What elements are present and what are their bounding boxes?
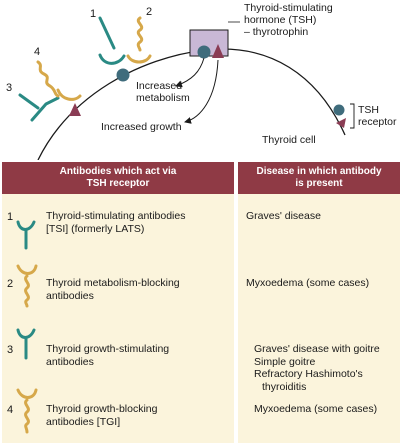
tsh-receptor-triangle (212, 44, 224, 58)
disease-line: Graves' disease (246, 210, 321, 222)
right-receptor-dot (333, 104, 345, 116)
row2-antibody-icon (16, 264, 38, 308)
hormone-label-line: Thyroid-stimulating (244, 2, 333, 14)
antibody-1-icon (98, 16, 126, 65)
disease-cell: Graves' disease with goitre Simple goitr… (254, 343, 380, 393)
tsh-receptor-bracket (350, 103, 355, 129)
increased-growth-label: Increased growth (101, 121, 182, 133)
increased-metabolism-line: Increased (136, 80, 183, 92)
left-header-line: TSH receptor (86, 178, 150, 189)
right-receptor-triangle (336, 118, 346, 128)
row-number: 1 (7, 211, 14, 223)
disease-line: thyroiditis (262, 380, 307, 393)
antibody-cell: Thyroid growth-blocking antibodies [TGI] (46, 403, 157, 428)
hormone-label: Thyroid-stimulating hormone (TSH) – thyr… (244, 2, 333, 38)
antibody-line: Thyroid growth-blocking (46, 403, 158, 415)
tsh-receptor-line: receptor (358, 116, 397, 128)
row-number: 2 (7, 278, 14, 290)
tsh-receptor-line: TSH (358, 104, 379, 116)
left-header-line: Antibodies which act via (59, 166, 177, 177)
receptor-diagram (18, 16, 355, 160)
row-icons (16, 220, 38, 434)
antibody-line: Thyroid-stimulating antibodies (46, 210, 186, 222)
disease-cell: Myxoedema (some cases) (254, 403, 377, 416)
arrow-metabolism (175, 57, 205, 88)
disease-line: Simple goitre (254, 355, 316, 368)
number-4-label: 4 (34, 46, 41, 58)
left-table-header: Antibodies which act via TSH receptor (2, 162, 234, 194)
antibody-line: Thyroid metabolism-blocking (46, 277, 180, 289)
number-3-label: 3 (6, 82, 13, 94)
increased-metabolism-label: Increased metabolism (136, 80, 190, 104)
antibody-line: [TSI] (formerly LATS) (46, 222, 145, 235)
disease-line: Refractory Hashimoto's (254, 368, 363, 380)
number-1-label: 1 (90, 8, 97, 20)
right-header-line: Disease in which antibody (256, 166, 382, 177)
hormone-label-line: hormone (TSH) (244, 14, 317, 26)
disease-line: Myxoedema (some cases) (254, 403, 378, 415)
antibody-2-icon (126, 16, 152, 64)
disease-cell: Myxoedema (some cases) (246, 277, 369, 290)
antibody-line: Thyroid growth-stimulating (46, 343, 170, 355)
bound-triangle-4 (69, 103, 81, 116)
disease-cell: Graves' disease (246, 210, 321, 223)
tsh-receptor-label: TSH receptor (358, 104, 397, 128)
bound-dot-1 (116, 68, 130, 82)
antibody-line: antibodies (46, 289, 94, 302)
arrow-growth (184, 59, 219, 124)
antibody-line: antibodies [TGI] (46, 415, 121, 428)
number-2-label: 2 (146, 6, 153, 18)
row-number: 4 (7, 404, 14, 416)
antibody-cell: Thyroid-stimulating antibodies [TSI] (fo… (46, 210, 185, 235)
antibody-cell: Thyroid growth-stimulating antibodies (46, 343, 169, 368)
antibody-4-icon (36, 60, 82, 101)
antibody-3-icon (18, 93, 60, 122)
row1-antibody-icon (16, 220, 36, 250)
antibody-cell: Thyroid metabolism-blocking antibodies (46, 277, 180, 302)
disease-line: Myxoedema (some cases) (246, 277, 370, 289)
row3-antibody-icon (16, 328, 36, 360)
tsh-receptor-dot (197, 45, 211, 59)
right-header-line: is present (295, 178, 343, 189)
disease-line: Graves' disease with goitre (254, 343, 380, 355)
right-table-panel (238, 194, 400, 443)
right-table-header: Disease in which antibody is present (238, 162, 400, 194)
row4-antibody-icon (16, 388, 38, 434)
hormone-label-line: – thyrotrophin (244, 26, 309, 38)
thyroid-cell-label: Thyroid cell (262, 134, 316, 146)
left-table-panel (2, 194, 234, 443)
row-number: 3 (7, 344, 14, 356)
antibody-line: antibodies (46, 355, 94, 368)
increased-metabolism-line: metabolism (136, 92, 190, 104)
